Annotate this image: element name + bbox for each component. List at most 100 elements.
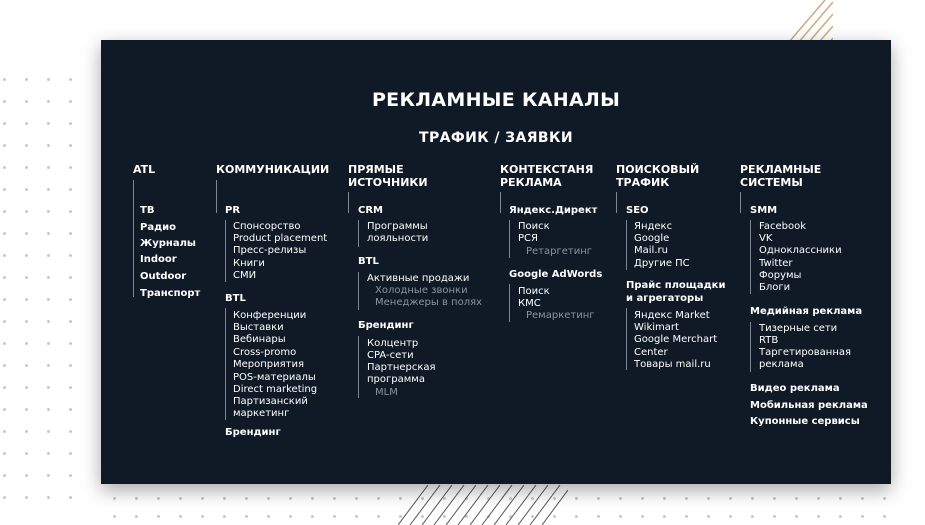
dot [377, 515, 380, 518]
dot [861, 515, 864, 518]
channels-card: РЕКЛАМНЫЕ КАНАЛЫ ТРАФИК / ЗАЯВКИ ATL ТВ … [101, 40, 891, 484]
dot [619, 515, 622, 518]
dot [333, 515, 336, 518]
dot [69, 188, 72, 191]
list-item: Радио [140, 222, 177, 233]
dot [25, 254, 28, 257]
list-item: Cross-promo [233, 347, 297, 358]
dot [47, 276, 50, 279]
dot [3, 364, 6, 367]
dot [201, 515, 204, 518]
divider-context-top [500, 192, 501, 213]
list-item: Indoor [140, 254, 177, 265]
dot [47, 210, 50, 213]
dot [135, 515, 138, 518]
section-head-smm: SMM [750, 205, 778, 216]
dot [47, 166, 50, 169]
dot [883, 515, 886, 518]
list-item: Тизерные сети [759, 323, 838, 334]
dot [267, 497, 270, 500]
dot [3, 254, 6, 257]
dot [311, 497, 314, 500]
section-head-seo: SEO [626, 205, 649, 216]
column-search: ПОИСКОВЫЙ ТРАФИК [616, 163, 699, 189]
dot [135, 497, 138, 500]
dot [355, 497, 358, 500]
dot [773, 515, 776, 518]
divider-direct-top [348, 192, 349, 213]
dot [47, 452, 50, 455]
list-item: Center [634, 347, 668, 358]
dot [201, 497, 204, 500]
dot [25, 430, 28, 433]
sub-list-item: Ретаргетинг [526, 246, 593, 257]
column-systems: РЕКЛАМНЫЕ СИСТЕМЫ [740, 163, 821, 189]
list-item: Direct marketing [233, 384, 318, 395]
dot [157, 497, 160, 500]
section-head-btl: BTL [358, 256, 379, 267]
dot [3, 342, 6, 345]
divider-atl [133, 180, 134, 297]
dot [795, 515, 798, 518]
list-item: лояльности [367, 233, 429, 244]
dot [839, 497, 842, 500]
divider-google-adwords [509, 284, 510, 322]
dot [3, 78, 6, 81]
dot [25, 210, 28, 213]
dot [289, 497, 292, 500]
column-context: КОНТЕКСТАНЯ РЕКЛАМА [500, 163, 593, 189]
divider-crm [358, 220, 359, 247]
list-item: Product placement [233, 233, 328, 244]
dot [3, 210, 6, 213]
dot [47, 430, 50, 433]
dot [179, 515, 182, 518]
list-item: реклама [759, 359, 804, 370]
dot [25, 78, 28, 81]
list-item: POS-материалы [233, 372, 316, 383]
dark-diagonal-lines [398, 484, 568, 525]
dot [3, 144, 6, 147]
column-title-direct: ПРЯМЫЕ ИСТОЧНИКИ [348, 163, 428, 189]
list-item: Вебинары [233, 334, 286, 345]
dot [3, 188, 6, 191]
list-item: Колцентр [367, 338, 419, 349]
dot [861, 497, 864, 500]
section-head-yandex-direct: Яндекс.Директ [509, 205, 598, 216]
dot [69, 100, 72, 103]
dot [157, 515, 160, 518]
column-direct: ПРЯМЫЕ ИСТОЧНИКИ [348, 163, 428, 189]
list-item: ТВ [140, 205, 155, 216]
dot [69, 474, 72, 477]
dot [3, 276, 6, 279]
dot [3, 474, 6, 477]
list-item: Выставки [233, 322, 284, 333]
dot [25, 232, 28, 235]
dot [3, 232, 6, 235]
list-item: Таргетированная [759, 347, 852, 358]
dot [597, 497, 600, 500]
dot [3, 100, 6, 103]
column-title-search: ПОИСКОВЫЙ ТРАФИК [616, 163, 700, 189]
dot [773, 497, 776, 500]
dot [3, 320, 6, 323]
list-item: Яндекс [634, 221, 673, 232]
dot [25, 474, 28, 477]
list-item: Outdoor [140, 271, 187, 282]
column-title-communications: КОММУНИКАЦИИ [216, 163, 330, 176]
page-subtitle: ТРАФИК / ЗАЯВКИ [419, 130, 573, 146]
dot [3, 452, 6, 455]
dot [47, 254, 50, 257]
dot [817, 497, 820, 500]
column-title-atl: ATL [133, 163, 156, 176]
dot [69, 386, 72, 389]
list-item: Google [634, 233, 670, 244]
dot [25, 452, 28, 455]
dot [597, 515, 600, 518]
list-item: РСЯ [518, 233, 538, 244]
divider-aggregators [626, 308, 627, 370]
section-head-pr: PR [225, 205, 241, 216]
list-item: маркетинг [233, 408, 290, 419]
dot [641, 515, 644, 518]
list-item: Яндекс Market [634, 310, 710, 321]
dot [25, 386, 28, 389]
